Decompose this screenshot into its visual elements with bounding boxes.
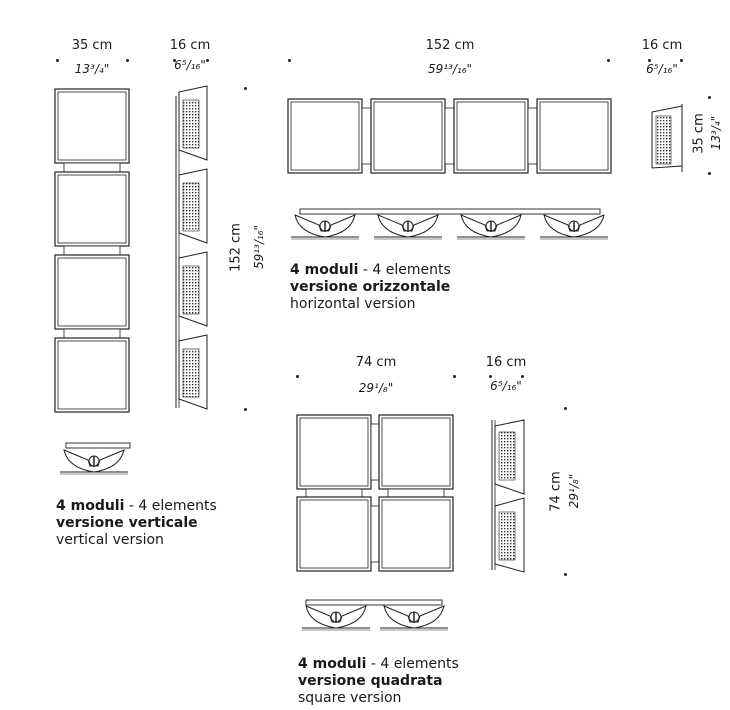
vertical-caption-version-it: versione verticale <box>56 515 198 531</box>
dim-marker <box>680 59 683 62</box>
square-side-view <box>491 419 525 573</box>
vertical-caption-elements: 4 elements <box>138 498 217 514</box>
vertical-caption-title: 4 moduli <box>56 498 125 514</box>
square-top-view <box>301 599 449 631</box>
square-width-in: 29¹/₈" <box>358 381 394 395</box>
dim-marker <box>453 375 456 378</box>
horizontal-width-in: 59¹³/₁₆" <box>427 62 473 76</box>
dim-marker <box>648 59 651 62</box>
vertical-caption-version-en: vertical version <box>56 532 164 548</box>
dim-marker <box>173 59 176 62</box>
horizontal-caption: 4 moduli - 4 elements versione orizzonta… <box>290 262 451 313</box>
square-height-in: 29¹/₈" <box>567 473 581 509</box>
square-caption-version-en: square version <box>298 690 402 706</box>
square-width-cm: 74 cm <box>355 355 397 370</box>
dim-marker <box>126 59 129 62</box>
dim-marker <box>296 375 299 378</box>
vertical-caption: 4 moduli - 4 elements versione verticale… <box>56 498 217 549</box>
dim-marker <box>564 407 567 410</box>
vertical-depth-cm: 16 cm <box>169 38 211 53</box>
square-caption-version-it: versione quadrata <box>298 673 443 689</box>
horizontal-width-cm: 152 cm <box>425 38 475 53</box>
horizontal-depth-in: 6⁵/₁₆" <box>646 62 678 76</box>
square-front-view <box>296 414 454 572</box>
vertical-depth-in: 6⁵/₁₆" <box>174 58 206 72</box>
dim-marker <box>206 59 209 62</box>
square-caption: 4 moduli - 4 elements versione quadrata … <box>298 656 459 707</box>
dim-marker <box>489 375 492 378</box>
square-height-cm: 74 cm <box>548 471 564 512</box>
horizontal-caption-version-it: versione orizzontale <box>290 279 451 295</box>
vertical-height-in: 59¹³/₁₆" <box>252 224 266 270</box>
square-depth-cm: 16 cm <box>485 355 527 370</box>
vertical-caption-sep: - <box>124 498 139 514</box>
dim-marker <box>564 573 567 576</box>
vertical-height-cm: 152 cm <box>228 223 244 272</box>
vertical-side-view <box>175 85 208 410</box>
dim-marker <box>708 96 711 99</box>
horizontal-top-view <box>290 208 609 240</box>
horizontal-caption-version-en: horizontal version <box>290 296 416 312</box>
horizontal-caption-title: 4 moduli <box>290 262 359 278</box>
vertical-width-cm: 35 cm <box>71 38 113 53</box>
horizontal-caption-elements: 4 elements <box>372 262 451 278</box>
vertical-front-view <box>54 88 130 413</box>
dim-marker <box>244 408 247 411</box>
vertical-width-in: 13³/₄" <box>74 62 110 76</box>
dim-marker <box>288 59 291 62</box>
horizontal-height-cm: 35 cm <box>691 113 707 154</box>
dim-marker <box>521 375 524 378</box>
dim-marker <box>244 87 247 90</box>
square-caption-title: 4 moduli <box>298 656 367 672</box>
dim-marker <box>708 172 711 175</box>
square-depth-in: 6⁵/₁₆" <box>490 379 522 393</box>
horizontal-depth-cm: 16 cm <box>641 38 683 53</box>
horizontal-caption-sep: - <box>358 262 373 278</box>
dim-marker <box>607 59 610 62</box>
square-caption-elements: 4 elements <box>380 656 459 672</box>
horizontal-side-view <box>651 104 683 172</box>
horizontal-front-view <box>287 98 612 174</box>
dim-marker <box>56 59 59 62</box>
horizontal-height-in: 13³/₄" <box>709 115 723 151</box>
square-caption-sep: - <box>366 656 381 672</box>
vertical-top-view <box>59 442 131 475</box>
